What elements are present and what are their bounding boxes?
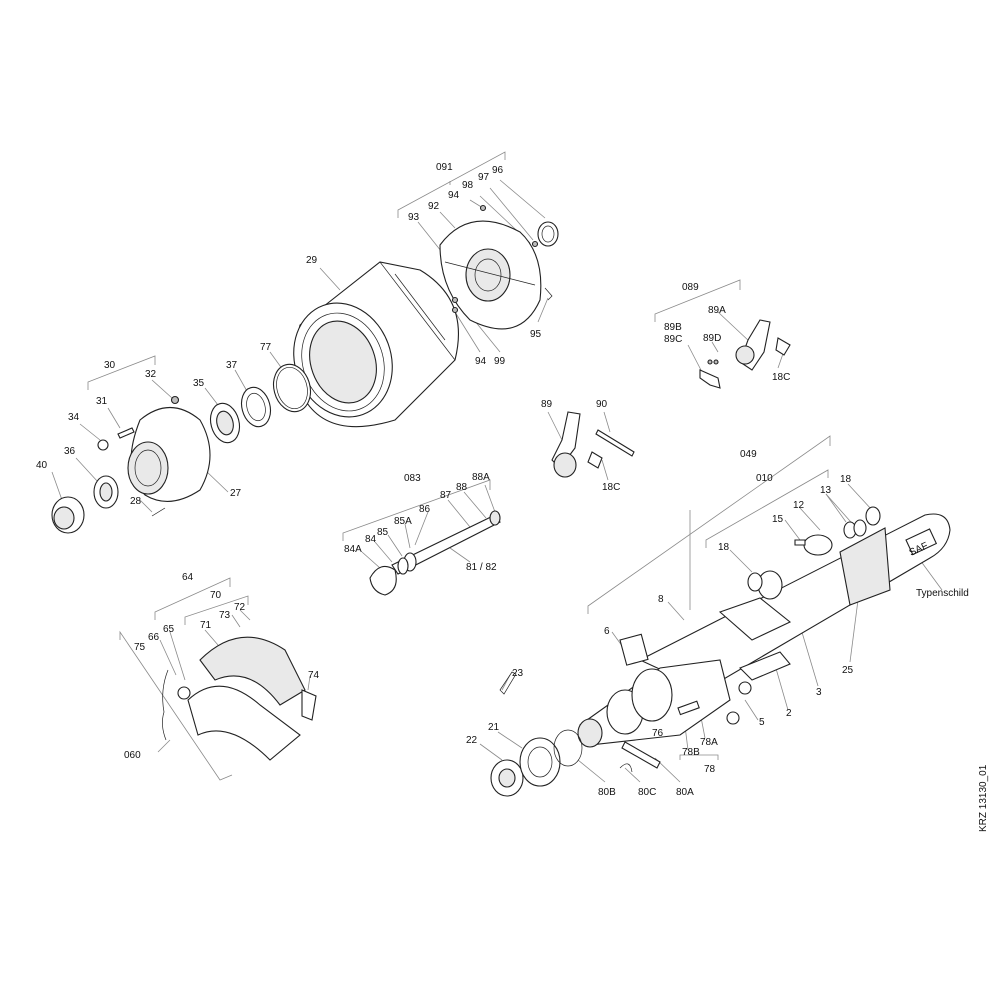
- label-80C: 80C: [638, 787, 656, 798]
- label-85A: 85A: [394, 516, 412, 527]
- label-25: 25: [842, 665, 854, 676]
- label-87: 87: [440, 490, 452, 501]
- outer-bearing-and-cap-part: [51, 475, 119, 534]
- leader-lines: [51, 151, 943, 783]
- slack-adjuster-89-part: [551, 411, 635, 478]
- label-74: 74: [308, 670, 320, 681]
- label-89C: 89C: [664, 334, 682, 345]
- label-15: 15: [772, 514, 784, 525]
- label-28: 28: [130, 496, 142, 507]
- label-29: 29: [306, 255, 318, 266]
- label-12: 12: [793, 500, 805, 511]
- label-34: 34: [68, 412, 80, 423]
- label-21: 21: [488, 722, 500, 733]
- label-18C-top: 18C: [772, 372, 790, 383]
- label-77: 77: [260, 342, 272, 353]
- label-94-top: 94: [448, 190, 460, 201]
- label-76: 76: [652, 728, 664, 739]
- label-35: 35: [193, 378, 205, 389]
- slack-adjuster-089-part: [699, 319, 791, 389]
- camshaft-part: [369, 510, 501, 596]
- label-80A: 80A: [676, 787, 694, 798]
- label-73: 73: [219, 610, 231, 621]
- label-72: 72: [234, 602, 246, 613]
- label-5: 5: [759, 717, 765, 728]
- label-6: 6: [604, 626, 610, 637]
- label-99: 99: [494, 356, 506, 367]
- label-13: 13: [820, 485, 832, 496]
- axle-beam-part: [638, 506, 951, 691]
- label-22: 22: [466, 735, 478, 746]
- label-32: 32: [145, 369, 157, 380]
- label-89: 89: [541, 399, 553, 410]
- label-81-82: 81 / 82: [466, 562, 497, 573]
- label-88A: 88A: [472, 472, 490, 483]
- label-083: 083: [404, 473, 421, 484]
- label-96: 96: [492, 165, 504, 176]
- label-75: 75: [134, 642, 146, 653]
- label-89D: 89D: [703, 333, 721, 344]
- label-23: 23: [512, 668, 524, 679]
- label-30: 30: [104, 360, 116, 371]
- label-18-left: 18: [718, 542, 730, 553]
- brake-drum-part: [293, 261, 459, 428]
- label-71: 71: [200, 620, 212, 631]
- label-94-bottom: 94: [475, 356, 487, 367]
- label-8: 8: [658, 594, 664, 605]
- label-65: 65: [163, 624, 175, 635]
- label-89B: 89B: [664, 322, 682, 333]
- label-89A: 89A: [708, 305, 726, 316]
- label-78A: 78A: [700, 737, 718, 748]
- label-18-top: 18: [840, 474, 852, 485]
- label-80B: 80B: [598, 787, 616, 798]
- wheel-hub-part: [97, 395, 211, 517]
- label-66: 66: [148, 632, 160, 643]
- label-92: 92: [428, 201, 440, 212]
- label-90: 90: [596, 399, 608, 410]
- label-86: 86: [419, 504, 431, 515]
- label-31: 31: [96, 396, 108, 407]
- label-089: 089: [682, 282, 699, 293]
- label-2: 2: [786, 708, 792, 719]
- label-85: 85: [377, 527, 389, 538]
- brake-shoes-part: [162, 636, 317, 761]
- label-93: 93: [408, 212, 420, 223]
- hub-nut-and-seals-part: [490, 671, 661, 797]
- label-060: 060: [124, 750, 141, 761]
- label-97: 97: [478, 172, 490, 183]
- label-40: 40: [36, 460, 48, 471]
- label-98: 98: [462, 180, 474, 191]
- label-27: 27: [230, 488, 242, 499]
- label-091: 091: [436, 162, 453, 173]
- label-70: 70: [210, 590, 222, 601]
- label-64: 64: [182, 572, 194, 583]
- label-88: 88: [456, 482, 468, 493]
- label-95: 95: [530, 329, 542, 340]
- label-36: 36: [64, 446, 76, 457]
- label-18C-bottom: 18C: [602, 482, 620, 493]
- label-3: 3: [816, 687, 822, 698]
- drawing-id: KRZ 13130_01: [978, 764, 989, 832]
- part-number-labels: 091 96 97 98 94 92 93 29 94 99 95 089 89…: [36, 162, 969, 798]
- label-typenschild: Typenschild: [916, 588, 969, 599]
- label-049: 049: [740, 449, 757, 460]
- label-010: 010: [756, 473, 773, 484]
- label-84: 84: [365, 534, 377, 545]
- label-84A: 84A: [344, 544, 362, 555]
- bearings-part: [209, 363, 312, 444]
- stub-axle-part: [577, 633, 752, 748]
- dust-shield-part: [439, 204, 559, 330]
- label-37: 37: [226, 360, 238, 371]
- label-78B: 78B: [682, 747, 700, 758]
- label-78: 78: [704, 764, 716, 775]
